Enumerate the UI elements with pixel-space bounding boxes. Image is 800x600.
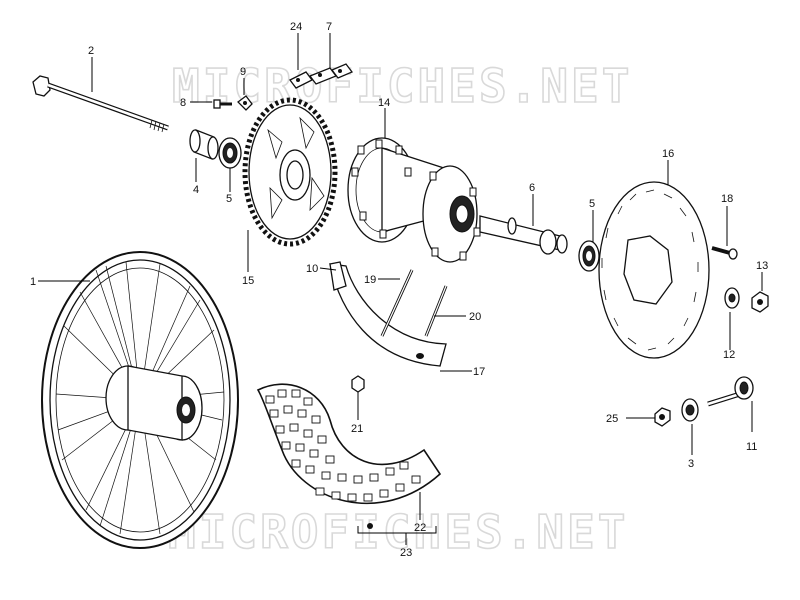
callout-9: 9: [240, 66, 246, 78]
callout-8: 8: [180, 97, 186, 109]
bearing-left-part-5: [218, 137, 242, 169]
callout-15: 15: [242, 275, 254, 287]
axle-spacer-part-6: [479, 215, 568, 255]
watermark-bottom: MICROFICHES.NET: [168, 505, 628, 559]
callout-1: 1: [30, 276, 36, 288]
washer-part-3: [681, 398, 699, 422]
callout-labels: 1 2 3 4 5 5 6 7 8 9 10 11 12 13 14 15 16…: [30, 21, 768, 559]
callout-5-right: 5: [589, 198, 595, 210]
callout-2: 2: [88, 45, 94, 57]
hub-part-14: [347, 137, 481, 263]
callout-7: 7: [326, 21, 332, 33]
callout-6: 6: [529, 182, 535, 194]
callout-19: 19: [364, 274, 376, 286]
callout-14: 14: [378, 97, 390, 109]
sprocket-part-15: [242, 97, 338, 247]
callout-24: 24: [290, 21, 302, 33]
callout-13: 13: [756, 260, 768, 272]
callout-20: 20: [469, 311, 481, 323]
axle-part-2: [32, 75, 169, 133]
callout-25: 25: [606, 413, 618, 425]
wheel-assembly-part-1: [41, 251, 239, 549]
leader-lines: [38, 33, 763, 545]
callout-12: 12: [723, 349, 735, 361]
callout-3: 3: [688, 458, 694, 470]
callout-18: 18: [721, 193, 733, 205]
clip-part-9: [237, 95, 253, 111]
spokes-part-19-20: [380, 269, 448, 337]
callout-23: 23: [400, 547, 412, 559]
brake-disc-part-16: [598, 181, 710, 359]
callout-22: 22: [414, 522, 426, 534]
bolt-part-18: [711, 246, 738, 260]
bolt-part-8: [213, 99, 232, 109]
washer-part-12: [724, 287, 740, 309]
bearing-right-part-5: [578, 240, 600, 272]
callout-4: 4: [193, 184, 199, 196]
callout-16: 16: [662, 148, 674, 160]
valve-nut-part-21: [351, 375, 365, 393]
callout-11: 11: [746, 441, 757, 453]
tire-part-22: [256, 383, 442, 505]
callout-21: 21: [351, 423, 363, 435]
callout-5-left: 5: [226, 193, 232, 205]
spacer-part-4: [189, 129, 219, 160]
nut-part-13: [751, 291, 769, 313]
rim-band-part-10-17: [329, 261, 447, 367]
nut-part-25: [654, 407, 671, 427]
chain-links-part-7-24: [289, 63, 354, 89]
callout-10: 10: [306, 263, 318, 275]
adjuster-part-11: [707, 376, 754, 407]
callout-17: 17: [473, 366, 485, 378]
